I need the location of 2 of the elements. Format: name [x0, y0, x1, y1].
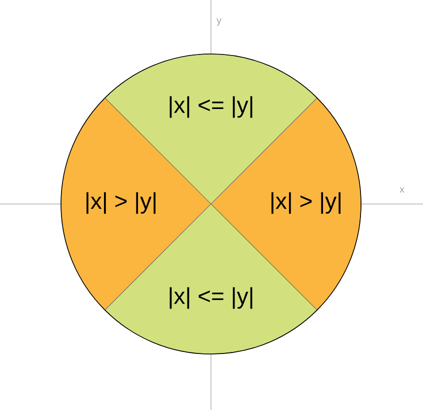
axis-label: y — [216, 18, 222, 26]
axis-label: x — [400, 187, 404, 193]
